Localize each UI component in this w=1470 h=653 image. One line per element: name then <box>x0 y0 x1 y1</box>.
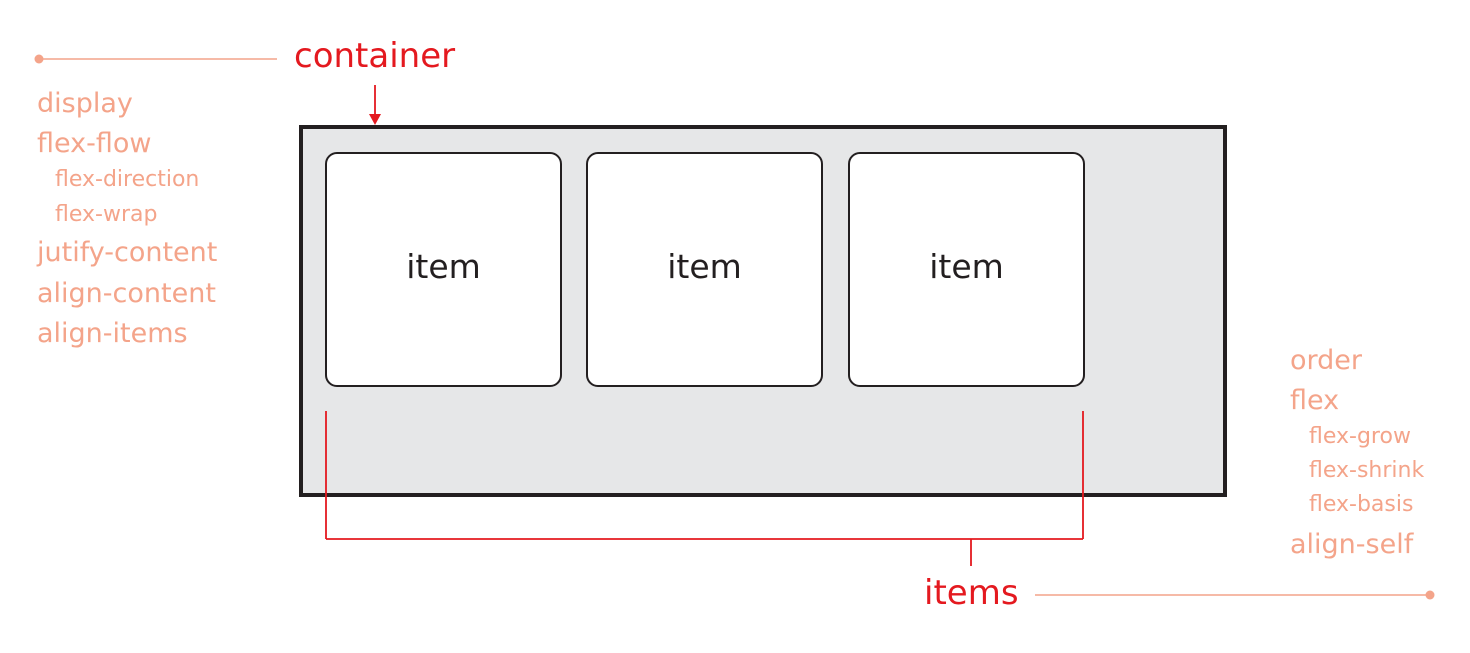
item-prop-flex-shrink: flex-shrink <box>1309 458 1425 483</box>
flex-item-3-label: item <box>929 247 1004 286</box>
item-prop-order: order <box>1290 345 1362 376</box>
items-pointer-dot <box>1425 590 1435 600</box>
item-prop-align-self: align-self <box>1290 529 1414 560</box>
container-prop-flex-direction: flex-direction <box>55 167 200 192</box>
container-prop-flex-flow: flex-flow <box>37 128 152 159</box>
container-arrow-head <box>369 114 381 125</box>
container-prop-display: display <box>37 88 133 119</box>
container-prop-align-items: align-items <box>37 318 188 349</box>
container-prop-flex-wrap: flex-wrap <box>55 202 158 227</box>
container-prop-justify-content: jutify-content <box>37 237 218 268</box>
container-title: container <box>294 36 456 76</box>
container-prop-align-content: align-content <box>37 278 216 309</box>
flex-item-1: item <box>325 152 562 387</box>
item-prop-flex-grow: flex-grow <box>1309 424 1411 449</box>
flex-item-2-label: item <box>667 247 742 286</box>
flex-item-1-label: item <box>406 247 481 286</box>
flex-item-3: item <box>848 152 1085 387</box>
items-title: items <box>924 573 1019 613</box>
item-prop-flex-basis: flex-basis <box>1309 492 1414 517</box>
item-prop-flex: flex <box>1290 385 1340 416</box>
flex-item-2: item <box>586 152 823 387</box>
